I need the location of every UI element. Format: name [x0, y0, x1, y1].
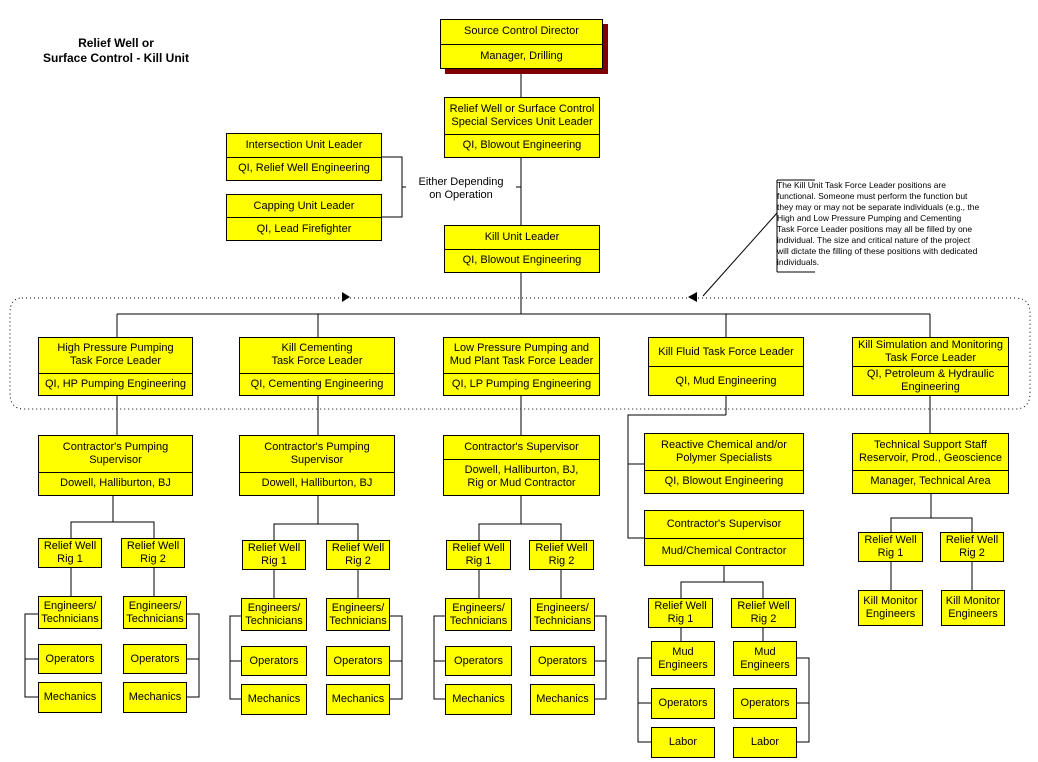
col2-rig2-mechanics[interactable]: Mechanics [326, 684, 390, 715]
col3-rig1-engineers-technicians[interactable]: Engineers/ Technicians [445, 598, 512, 631]
contractor-supervisor-box-4[interactable]: Contractor's Supervisor Mud/Chemical Con… [644, 510, 804, 566]
kill-unit-leader-box[interactable]: Kill Unit Leader QI, Blowout Engineering [444, 225, 600, 273]
col4-relief-well-rig-2[interactable]: Relief Well Rig 2 [731, 598, 796, 628]
col4-rig2-labor[interactable]: Labor [733, 727, 797, 758]
reactive-chemical-specialists-box[interactable]: Reactive Chemical and/or Polymer Special… [644, 433, 804, 494]
col4-rig2-operators[interactable]: Operators [733, 688, 797, 719]
kill-fluid-task-force-leader-box[interactable]: Kill Fluid Task Force Leader QI, Mud Eng… [648, 337, 804, 396]
technical-support-staff-box[interactable]: Technical Support Staff Reservoir, Prod.… [852, 433, 1009, 494]
col2-rig2-engineers-technicians[interactable]: Engineers/ Technicians [326, 598, 390, 631]
col2-rig1-mechanics[interactable]: Mechanics [241, 684, 307, 715]
col1-rig1-operators[interactable]: Operators [38, 644, 102, 674]
col3-relief-well-rig-2[interactable]: Relief Well Rig 2 [529, 540, 594, 570]
col5-rig1-kill-monitor-engineers[interactable]: Kill Monitor Engineers [858, 590, 923, 626]
kill-unit-note: The Kill Unit Task Force Leader position… [777, 180, 980, 267]
chart-title: Relief Well or Surface Control - Kill Un… [42, 36, 189, 65]
col1-rig2-mechanics[interactable]: Mechanics [123, 682, 187, 713]
col3-rig2-mechanics[interactable]: Mechanics [530, 684, 595, 715]
col1-relief-well-rig-1[interactable]: Relief Well Rig 1 [38, 538, 102, 568]
contractor-pumping-supervisor-box-1[interactable]: Contractor's Pumping Supervisor Dowell, … [38, 435, 193, 496]
col2-relief-well-rig-1[interactable]: Relief Well Rig 1 [242, 540, 306, 570]
contractor-pumping-supervisor-box-2[interactable]: Contractor's Pumping Supervisor Dowell, … [239, 435, 395, 496]
col1-relief-well-rig-2[interactable]: Relief Well Rig 2 [121, 538, 185, 568]
col4-rig1-mud-engineers[interactable]: Mud Engineers [651, 641, 715, 676]
col5-relief-well-rig-1[interactable]: Relief Well Rig 1 [858, 532, 923, 562]
intersection-unit-leader-box[interactable]: Intersection Unit Leader QI, Relief Well… [226, 133, 382, 181]
col3-relief-well-rig-1[interactable]: Relief Well Rig 1 [446, 540, 511, 570]
col1-rig1-mechanics[interactable]: Mechanics [38, 682, 102, 713]
kill-cementing-task-force-leader-box[interactable]: Kill Cementing Task Force Leader QI, Cem… [239, 337, 395, 396]
col3-rig2-engineers-technicians[interactable]: Engineers/ Technicians [530, 598, 595, 631]
contractor-supervisor-box-3[interactable]: Contractor's Supervisor Dowell, Hallibur… [443, 435, 600, 496]
col1-rig2-operators[interactable]: Operators [123, 644, 187, 674]
capping-unit-leader-box[interactable]: Capping Unit Leader QI, Lead Firefighter [226, 194, 382, 241]
either-depending-label: Either Depending on Operation [406, 176, 516, 202]
col4-rig2-mud-engineers[interactable]: Mud Engineers [733, 641, 797, 676]
col2-rig1-engineers-technicians[interactable]: Engineers/ Technicians [241, 598, 307, 631]
col1-rig2-engineers-technicians[interactable]: Engineers/ Technicians [123, 596, 187, 629]
col3-rig1-mechanics[interactable]: Mechanics [445, 684, 512, 715]
col2-rig1-operators[interactable]: Operators [241, 646, 307, 676]
kill-simulation-task-force-leader-box[interactable]: Kill Simulation and Monitoring Task Forc… [852, 337, 1009, 396]
col1-rig1-engineers-technicians[interactable]: Engineers/ Technicians [38, 596, 102, 629]
col2-relief-well-rig-2[interactable]: Relief Well Rig 2 [326, 540, 390, 570]
source-control-director-box[interactable]: Source Control Director Manager, Drillin… [440, 19, 603, 69]
hp-pumping-task-force-leader-box[interactable]: High Pressure Pumping Task Force Leader … [38, 337, 193, 396]
col4-rig1-labor[interactable]: Labor [651, 727, 715, 758]
special-services-unit-leader-box[interactable]: Relief Well or Surface Control Special S… [444, 97, 600, 158]
col2-rig2-operators[interactable]: Operators [326, 646, 390, 676]
col5-rig2-kill-monitor-engineers[interactable]: Kill Monitor Engineers [941, 590, 1005, 626]
col4-rig1-operators[interactable]: Operators [651, 688, 715, 719]
col3-rig2-operators[interactable]: Operators [530, 646, 595, 676]
col3-rig1-operators[interactable]: Operators [445, 646, 512, 676]
col5-relief-well-rig-2[interactable]: Relief Well Rig 2 [940, 532, 1004, 562]
col4-relief-well-rig-1[interactable]: Relief Well Rig 1 [648, 598, 713, 628]
lp-pumping-task-force-leader-box[interactable]: Low Pressure Pumping and Mud Plant Task … [443, 337, 600, 396]
